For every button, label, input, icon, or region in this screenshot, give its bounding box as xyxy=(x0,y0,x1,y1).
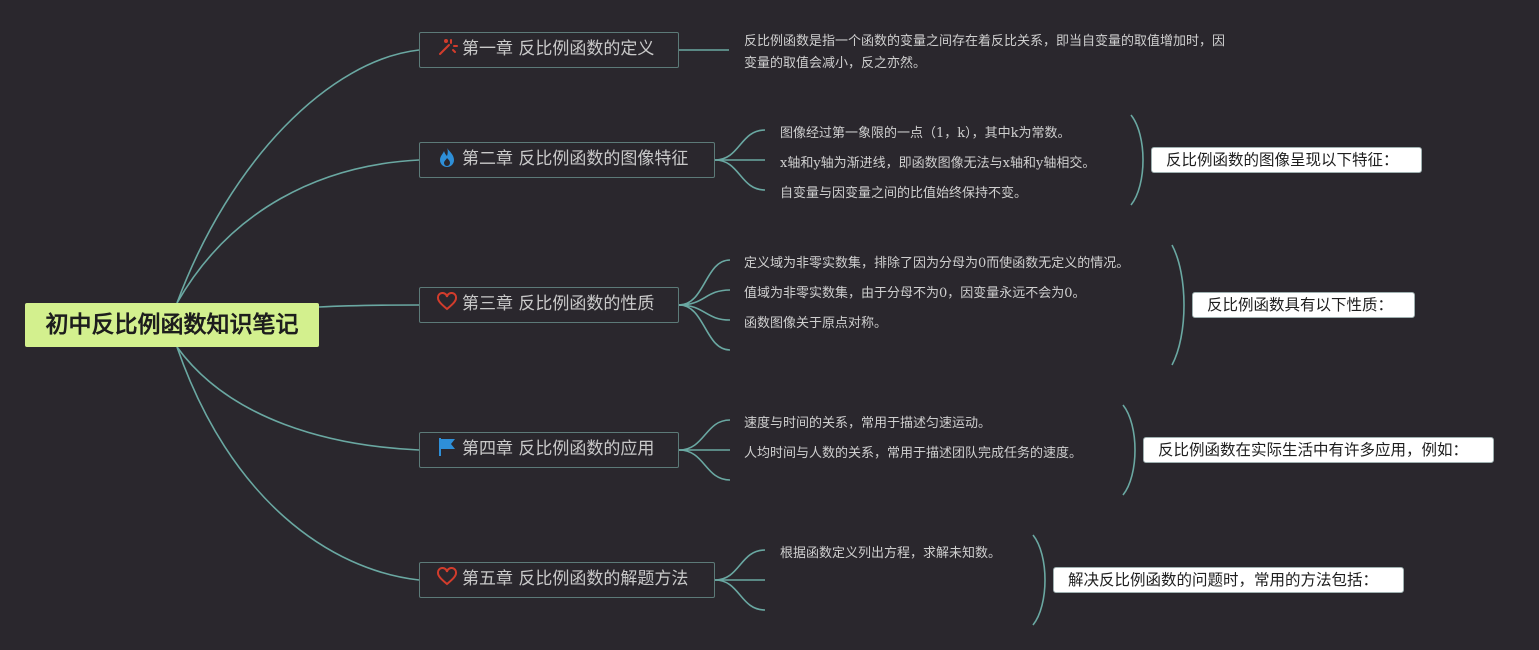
chapter-2-node[interactable]: 第二章 反比例函数的图像特征 xyxy=(419,142,715,178)
connector-root-ch5 xyxy=(176,346,420,581)
chapter-5-title: 第五章 反比例函数的解题方法 xyxy=(462,569,689,589)
chapter-1-title: 第一章 反比例函数的定义 xyxy=(462,39,655,59)
connector-ch3-p4 xyxy=(678,304,731,351)
heart-icon xyxy=(436,292,458,312)
chapter-5-node[interactable]: 第五章 反比例函数的解题方法 xyxy=(419,562,715,598)
chapter-3-title: 第三章 反比例函数的性质 xyxy=(462,294,655,314)
flame-icon xyxy=(436,147,458,167)
connector-ch2-p3 xyxy=(714,159,766,191)
chapter-2-point-2: x轴和y轴为渐进线，即函数图像无法与x轴和y轴相交。 xyxy=(780,156,1096,171)
chapter-5-summary[interactable]: 解决反比例函数的问题时，常用的方法包括： xyxy=(1053,567,1404,593)
chapter-1-node[interactable]: 第一章 反比例函数的定义 xyxy=(419,32,679,68)
root-topic[interactable]: 初中反比例函数知识笔记 xyxy=(25,303,319,347)
connector-ch2-p1 xyxy=(714,129,766,161)
chapter-4-summary[interactable]: 反比例函数在实际生活中有许多应用，例如： xyxy=(1143,437,1494,463)
connector-root-ch3 xyxy=(318,304,420,308)
connector-ch4-p3 xyxy=(678,449,731,481)
bracket-ch2 xyxy=(1130,114,1144,206)
connector-ch3-p1 xyxy=(678,259,731,306)
chapter-2-point-1: 图像经过第一象限的一点（1，k），其中k为常数。 xyxy=(780,126,1071,141)
connector-root-ch4 xyxy=(176,346,420,451)
chapter-4-title: 第四章 反比例函数的应用 xyxy=(462,439,655,459)
chapter-3-point-2: 值域为非零实数集，由于分母不为0，因变量永远不会为0。 xyxy=(744,286,1086,301)
chapter-4-node[interactable]: 第四章 反比例函数的应用 xyxy=(419,432,679,468)
chapter-1-definition: 反比例函数是指一个函数的变量之间存在着反比关系，即当自变量的取值增加时，因变量的… xyxy=(744,34,1226,71)
chapter-3-summary[interactable]: 反比例函数具有以下性质： xyxy=(1192,292,1415,318)
wand-icon xyxy=(436,37,458,57)
chapter-5-point-1: 根据函数定义列出方程，求解未知数。 xyxy=(780,546,1002,561)
flag-icon xyxy=(436,437,458,457)
chapter-4-point-2: 人均时间与人数的关系，常用于描述团队完成任务的速度。 xyxy=(744,446,1083,461)
connector-root-ch2 xyxy=(176,159,420,304)
chapter-2-point-3: 自变量与因变量之间的比值始终保持不变。 xyxy=(780,186,1028,201)
bracket-ch3 xyxy=(1171,244,1185,366)
connector-ch5-p3 xyxy=(714,579,766,611)
connector-root-ch1 xyxy=(176,49,420,304)
heart-icon xyxy=(436,567,458,587)
chapter-2-summary[interactable]: 反比例函数的图像呈现以下特征： xyxy=(1151,147,1422,173)
bracket-ch4 xyxy=(1122,404,1136,496)
bracket-ch5 xyxy=(1032,534,1046,626)
chapter-2-title: 第二章 反比例函数的图像特征 xyxy=(462,149,689,169)
connector-ch5-p1 xyxy=(714,549,766,581)
connector-ch4-p1 xyxy=(678,419,731,451)
chapter-3-point-1: 定义域为非零实数集，排除了因为分母为0而使函数无定义的情况。 xyxy=(744,256,1130,271)
chapter-3-point-3: 函数图像关于原点对称。 xyxy=(744,316,888,331)
chapter-4-point-1: 速度与时间的关系，常用于描述匀速运动。 xyxy=(744,416,992,431)
chapter-3-node[interactable]: 第三章 反比例函数的性质 xyxy=(419,287,679,323)
